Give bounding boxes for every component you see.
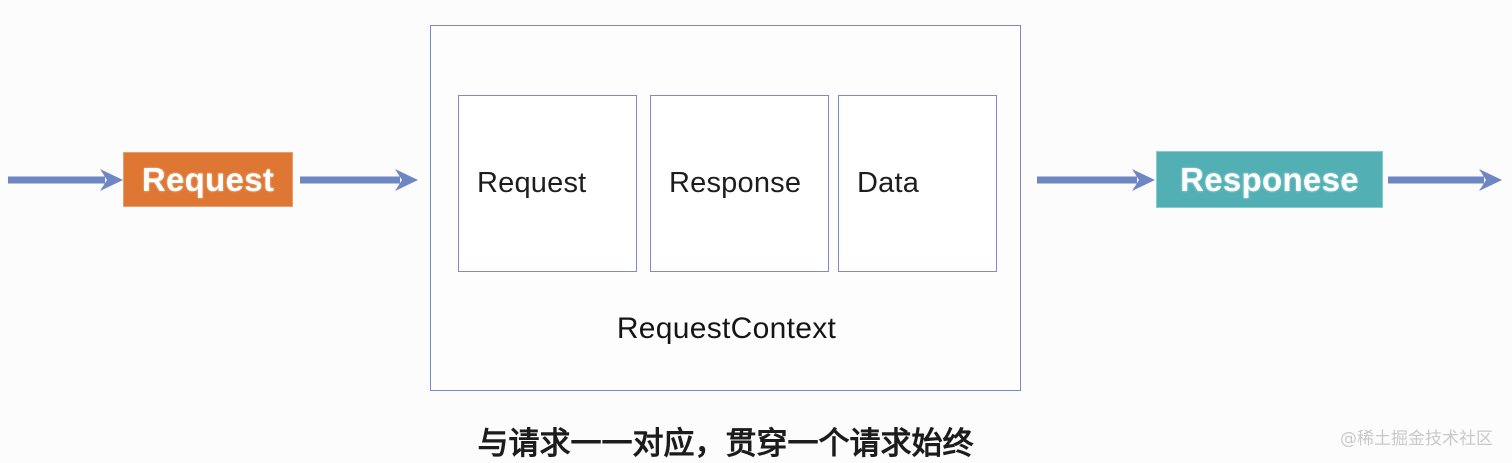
responese-box[interactable]: Responese	[1156, 151, 1383, 208]
request-context-label: RequestContext	[616, 312, 837, 345]
arrow-out-of-responese	[1388, 167, 1502, 193]
request-box-label: Request	[141, 160, 275, 198]
request-context-container: Request Response Data RequestContext	[430, 25, 1021, 391]
arrow-context-to-responese	[1037, 167, 1155, 193]
arrow-request-to-context	[300, 167, 418, 193]
context-item-data[interactable]: Data	[838, 95, 997, 272]
diagram-caption: 与请求一一对应，贯穿一个请求始终	[477, 426, 974, 462]
request-box[interactable]: Request	[123, 152, 293, 207]
arrow-into-request	[8, 167, 123, 193]
context-item-label: Data	[857, 167, 920, 199]
context-item-response[interactable]: Response	[650, 95, 829, 272]
watermark: @稀土掘金技术社区	[1340, 429, 1493, 449]
context-item-label: Request	[477, 167, 587, 199]
context-item-label: Response	[669, 167, 802, 199]
context-item-request[interactable]: Request	[458, 95, 637, 272]
responese-box-label: Responese	[1180, 160, 1359, 198]
